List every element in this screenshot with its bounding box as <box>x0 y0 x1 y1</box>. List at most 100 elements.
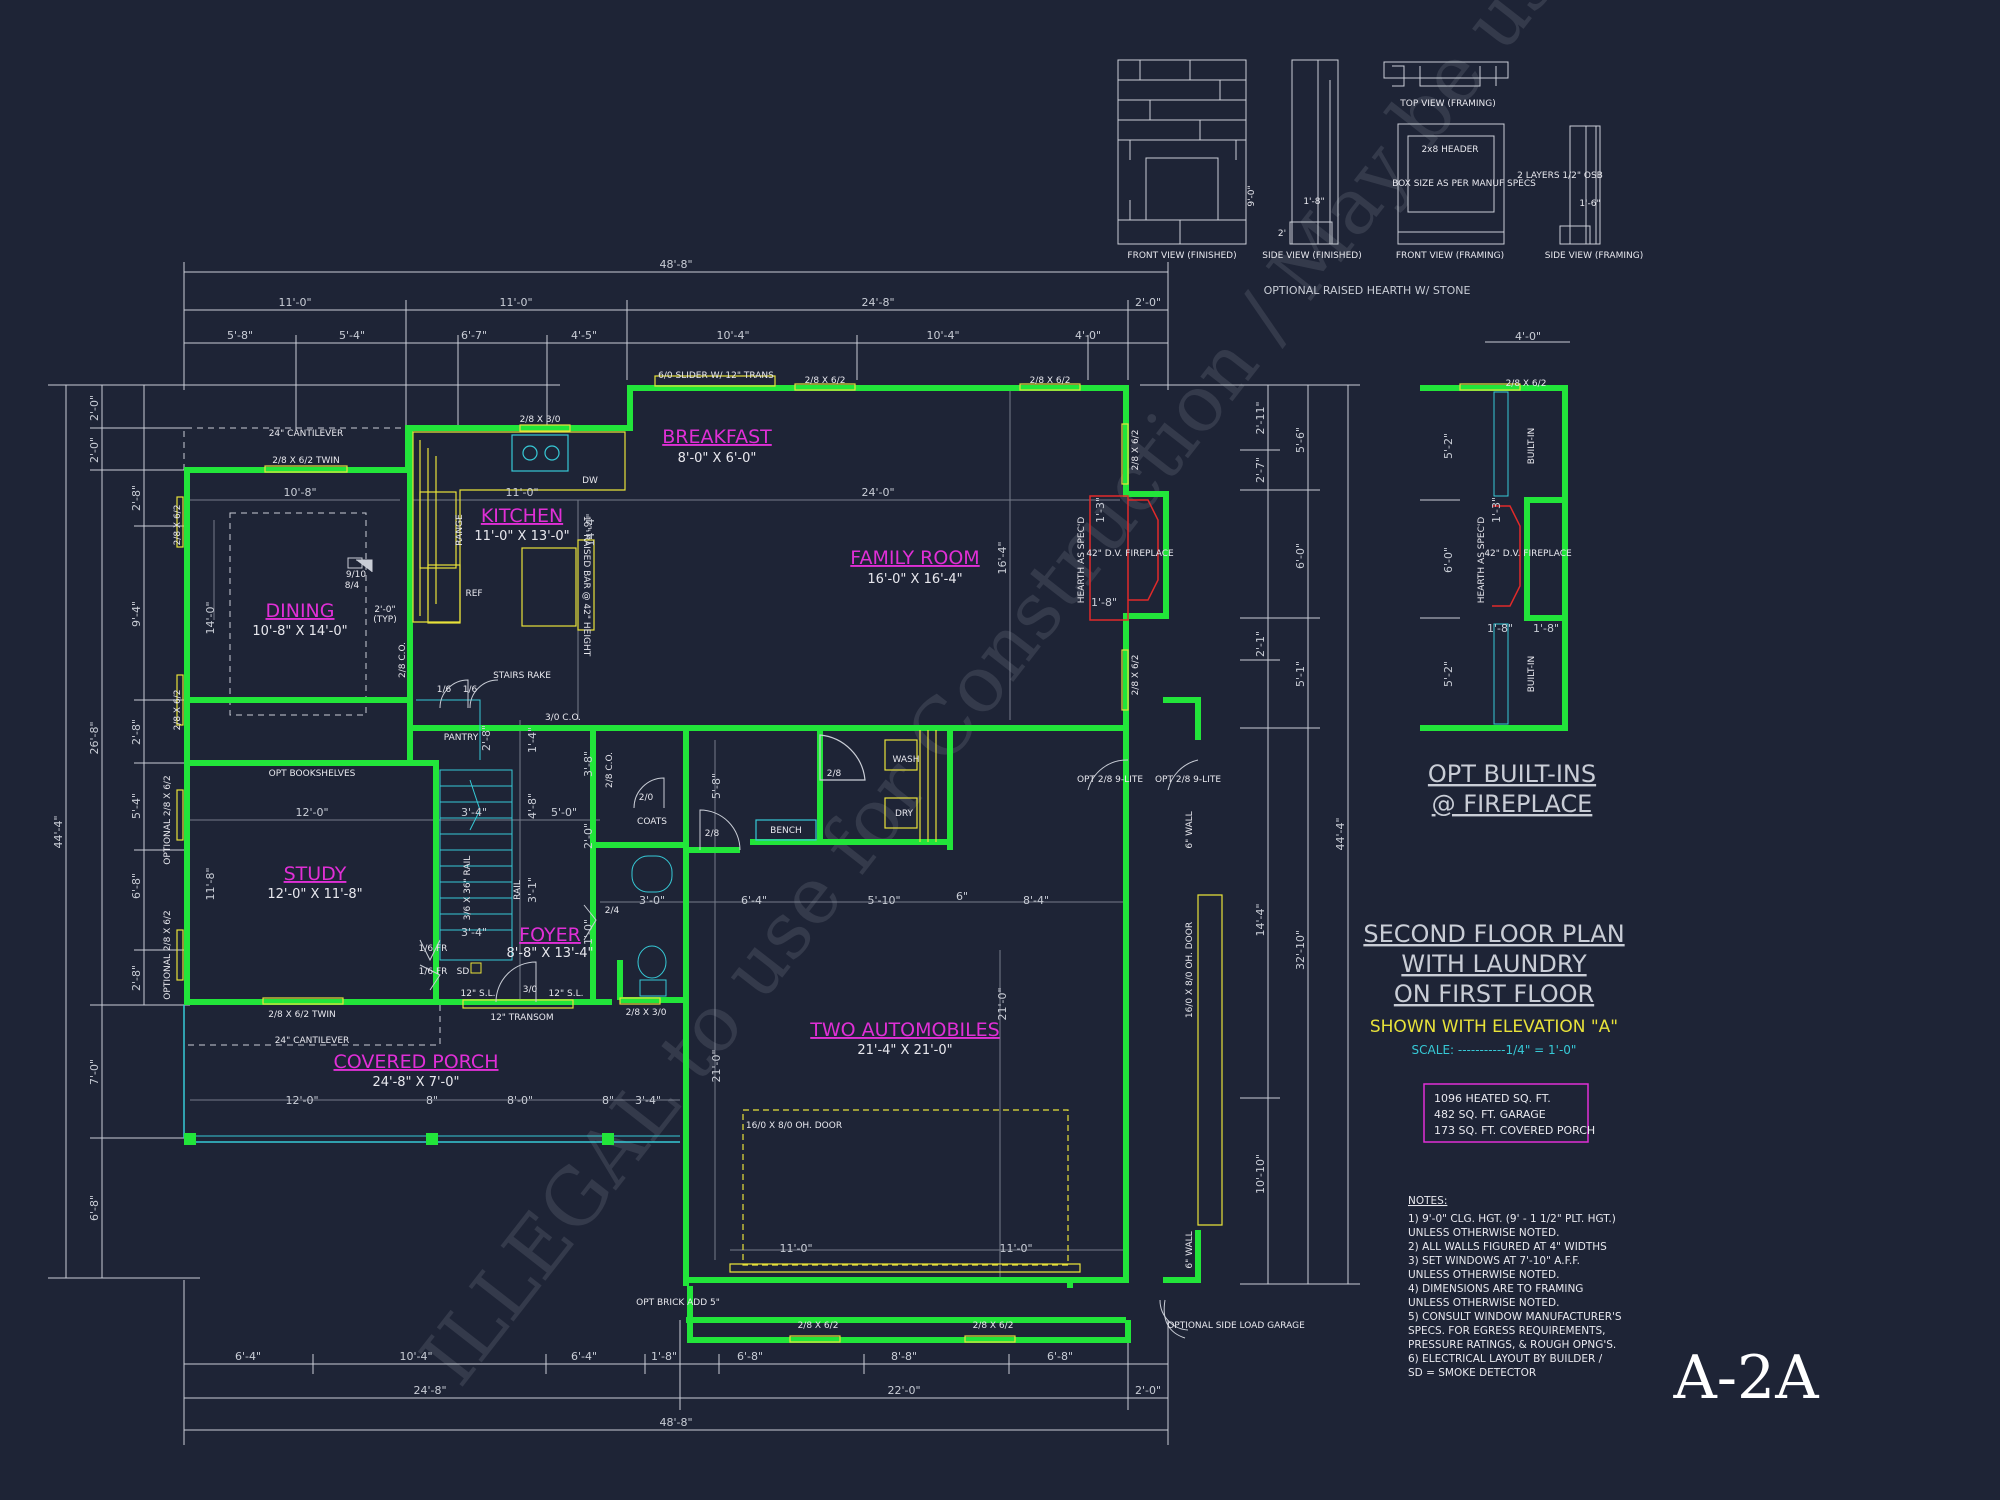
label-twin-bottom: 2/8 X 6/2 TWIN <box>268 1010 336 1020</box>
dim-top-r3-0: 5'-8" <box>227 329 253 342</box>
laundry-fixtures <box>755 730 937 842</box>
dim-right-r-0: 5'-6" <box>1294 427 1307 453</box>
builtins-fireplace: 42" D.V. FIREPLACE <box>1484 549 1572 559</box>
note-line: SPECS. FOR EGRESS REQUIREMENTS, <box>1408 1325 1605 1337</box>
watermark: ILLEGAL to use for Construction / May be… <box>404 0 2000 1402</box>
dim-left-r2-1: 2'-0" <box>88 437 101 463</box>
label-910: 9/10 <box>346 570 366 580</box>
area-heated: 1096 HEATED SQ. FT. <box>1434 1092 1551 1105</box>
label-window-dining-b: 2/8 X 6/2 <box>173 690 183 731</box>
label-opt-door-a: OPT 2/8 9-LITE <box>1077 775 1143 785</box>
dim-bot-r1-5: 8'-8" <box>891 1350 917 1363</box>
dim-left-overall: 44'-4" <box>52 815 65 848</box>
label-wall-6b: 6" WALL <box>1185 1231 1195 1268</box>
bottom-dimensions: 6'-4" 10'-4" 6'-4" 1'-8" 6'-8" 8'-8" 6'-… <box>183 1280 1169 1445</box>
dim-int-38: 3'-8" <box>582 751 595 777</box>
dim-int-30: 3'-0" <box>639 894 665 907</box>
dim-int-28: 2'-8" <box>480 725 493 751</box>
label-wall-6a: 6" WALL <box>1185 811 1195 848</box>
dim-porch-80: 8'-0" <box>507 1094 533 1107</box>
detail-dim-90: 9'-0" <box>1247 185 1257 206</box>
area-porch: 173 SQ. FT. COVERED PORCH <box>1434 1124 1595 1137</box>
dim-bot-r1-4: 6'-8" <box>737 1350 763 1363</box>
builtins-dim-52b: 5'-2" <box>1442 661 1455 687</box>
dim-int-14: 1'-4" <box>526 727 539 753</box>
title-scale: SCALE: -----------1/4" = 1'-0" <box>1412 1043 1577 1057</box>
label-opt-bookshelves: OPT BOOKSHELVES <box>269 769 356 779</box>
label-window-garage-a: 2/8 X 6/2 <box>798 1321 839 1331</box>
note-line: UNLESS OTHERWISE NOTED. <box>1408 1269 1559 1281</box>
builtins-label-a: BUILT-IN <box>1527 428 1537 465</box>
label-dw: DW <box>582 476 598 486</box>
room-study-name: STUDY <box>284 863 347 885</box>
label-84: 8/4 <box>345 581 360 591</box>
dim-left-r3-4: 6'-8" <box>130 873 143 899</box>
dim-left-r2-2: 26'-8" <box>88 721 101 754</box>
detail-dim-2: 2' <box>1278 229 1286 239</box>
dim-top-r3-4: 10'-4" <box>716 329 749 342</box>
builtins-hearth: HEARTH AS SPEC'D <box>1477 517 1487 604</box>
dim-int-64: 6'-4" <box>741 894 767 907</box>
label-twin-top: 2/8 X 6/2 TWIN <box>272 456 340 466</box>
dim-porch-8b: 8" <box>602 1094 614 1107</box>
door-30: 3/0 <box>523 985 538 995</box>
note-line: PRESSURE RATINGS, & ROUGH OPNG'S. <box>1408 1339 1616 1351</box>
label-fr-b: 1/6 FR <box>419 967 448 977</box>
detail-title: OPTIONAL RAISED HEARTH W/ STONE <box>1264 284 1471 297</box>
detail-dim-18: 1'-8" <box>1303 197 1324 207</box>
dim-porch-8a: 8" <box>426 1094 438 1107</box>
room-dining-size: 10'-8" X 14'-0" <box>252 624 347 639</box>
label-slider: 6/0 SLIDER W/ 12" TRANS <box>658 371 774 381</box>
dim-int-34a: 3'-4" <box>461 806 487 819</box>
room-family-name: FAMILY ROOM <box>850 547 979 569</box>
dim-left-r3-2: 2'-8" <box>130 719 143 745</box>
dim-top-r3-6: 4'-0" <box>1075 329 1101 342</box>
dim-int-144: 14'-4" <box>584 513 597 546</box>
builtins-dim-18a: 1'-8" <box>1487 622 1513 635</box>
label-window-kitchen: 2/8 X 3/0 <box>520 415 561 425</box>
dim-int-108: 10'-8" <box>283 486 316 499</box>
note-line: 6) ELECTRICAL LAYOUT BY BUILDER / <box>1408 1353 1603 1365</box>
room-kitchen-name: KITCHEN <box>481 505 563 527</box>
dim-bot-r2-1: 22'-0" <box>887 1384 920 1397</box>
dim-bot-r1-3: 1'-8" <box>651 1350 677 1363</box>
title-elevation: SHOWN WITH ELEVATION "A" <box>1370 1017 1618 1037</box>
dim-bot-overall: 48'-8" <box>659 1416 692 1429</box>
door-swings <box>419 679 1199 1339</box>
dim-right-in-3: 14'-4" <box>1254 903 1267 936</box>
label-stair-rail: 3/6 X 36" RAIL <box>463 856 473 921</box>
label-co-dining: 2/8 C.O. <box>398 642 408 678</box>
room-dining-name: DINING <box>266 600 335 622</box>
label-cantilever-bottom: 24" CANTILEVER <box>275 1036 350 1046</box>
dim-left-r3-0: 2'-8" <box>130 485 143 511</box>
dim-int-240: 24'-0" <box>861 486 894 499</box>
detail-front-framing: FRONT VIEW (FRAMING) <box>1396 251 1504 261</box>
exterior-walls <box>184 385 1169 1323</box>
stair-fixtures <box>416 699 673 997</box>
label-window-breakfast: 2/8 X 6/2 <box>805 376 846 386</box>
label-pantry: PANTRY <box>444 733 479 743</box>
dim-left-r3-3: 5'-4" <box>130 793 143 819</box>
garage-walls <box>683 697 1201 1343</box>
window-marks <box>176 375 1223 1343</box>
dim-top-r2-3: 2'-0" <box>1135 296 1161 309</box>
label-fireplace: 42" D.V. FIREPLACE <box>1086 549 1174 559</box>
label-window-garage-b: 2/8 X 6/2 <box>973 1321 1014 1331</box>
dim-left-r2-4: 6'-8" <box>88 1195 101 1221</box>
kitchen-fixtures <box>412 431 626 631</box>
dim-bot-r2-0: 24'-8" <box>413 1384 446 1397</box>
builtins-window: 2/8 X 6/2 <box>1506 379 1547 389</box>
dim-top-r2-0: 11'-0" <box>278 296 311 309</box>
dim-top-r3-2: 6'-7" <box>461 329 487 342</box>
dim-fp-13: 1'-3" <box>1094 497 1107 523</box>
notes-title: NOTES: <box>1408 1195 1447 1207</box>
door-16-a: 1/6 <box>437 685 452 695</box>
stair-arrow <box>347 557 373 572</box>
dim-right-in-4: 10'-10" <box>1254 1154 1267 1194</box>
dim-int-84: 8'-4" <box>1023 894 1049 907</box>
plan-labels: 6/0 SLIDER W/ 12" TRANS 2/8 X 6/2 2/8 X … <box>163 371 1305 1331</box>
left-dimensions: 44'-4" 2'-0" 2'-0" 26'-8" 7'-0" 6'-8" 2'… <box>48 384 560 1279</box>
dim-top-r3-1: 5'-4" <box>339 329 365 342</box>
note-line: SD = SMOKE DETECTOR <box>1408 1367 1536 1379</box>
door-24: 2/4 <box>605 906 620 916</box>
